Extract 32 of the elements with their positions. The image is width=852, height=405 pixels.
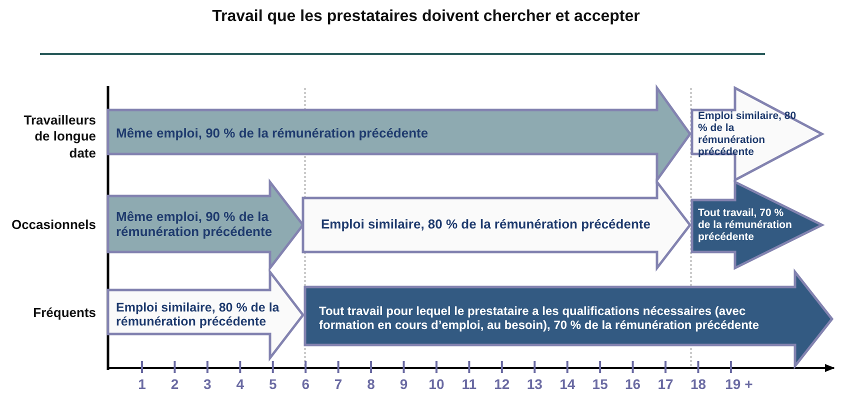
row-label: Travailleurs de longue date: [22, 112, 96, 162]
row-label: Occasionnels: [10, 216, 96, 234]
axis-tick-label: 17: [658, 376, 674, 392]
chart-title: Travail que les prestataires doivent chercher et accepter: [211, 8, 641, 26]
axis-tick-label: 5: [268, 376, 277, 392]
axis-tick-label: 10: [428, 376, 444, 392]
axis-tick-label: 3: [204, 376, 212, 392]
period-text: Même emploi, 90 % de la rémunération précédente: [116, 210, 274, 240]
axis-tick-label: 9: [400, 376, 408, 392]
period-text: Emploi similaire, 80 % de la rémunération précédente: [698, 110, 798, 158]
period-text: Tout travail pour lequel le prestataire a les qualifications nécessaires (avec formation en cours d’emploi, au besoin), 70 % de la rémunération précédente: [319, 305, 760, 333]
period-text: Emploi similaire, 80 % de la rémunération précédente: [321, 218, 652, 232]
axis-tick-label: 15: [592, 376, 608, 392]
axis-tick-label: 11: [462, 376, 477, 392]
axis-tick-label: 18: [690, 376, 706, 392]
axis-tick-label: 12: [494, 376, 510, 392]
period-text: Tout travail, 70 % de la rémunération précédente: [698, 206, 793, 244]
axis-tick-label: 6: [302, 376, 310, 392]
axis-tick-label: 13: [526, 376, 542, 392]
period-banner: [692, 88, 822, 180]
period-text: Emploi similaire, 80 % de la rémunération précédente: [116, 300, 280, 330]
period-text: Même emploi, 90 % de la rémunération précédente: [116, 126, 430, 142]
axis-tick-label: 16: [625, 376, 641, 392]
row-label: Fréquents: [32, 304, 96, 322]
axis-tick-label: 2: [170, 376, 179, 392]
axis-tick-label: 8: [367, 376, 375, 392]
period-banner: [692, 182, 822, 268]
axis-tick-label: 14: [560, 376, 576, 392]
axis-tick-label: 19 +: [725, 376, 753, 392]
axis-tick-label: 1: [138, 376, 146, 392]
axis-tick-label: 7: [334, 376, 342, 392]
axis-tick-label: 4: [236, 376, 244, 392]
